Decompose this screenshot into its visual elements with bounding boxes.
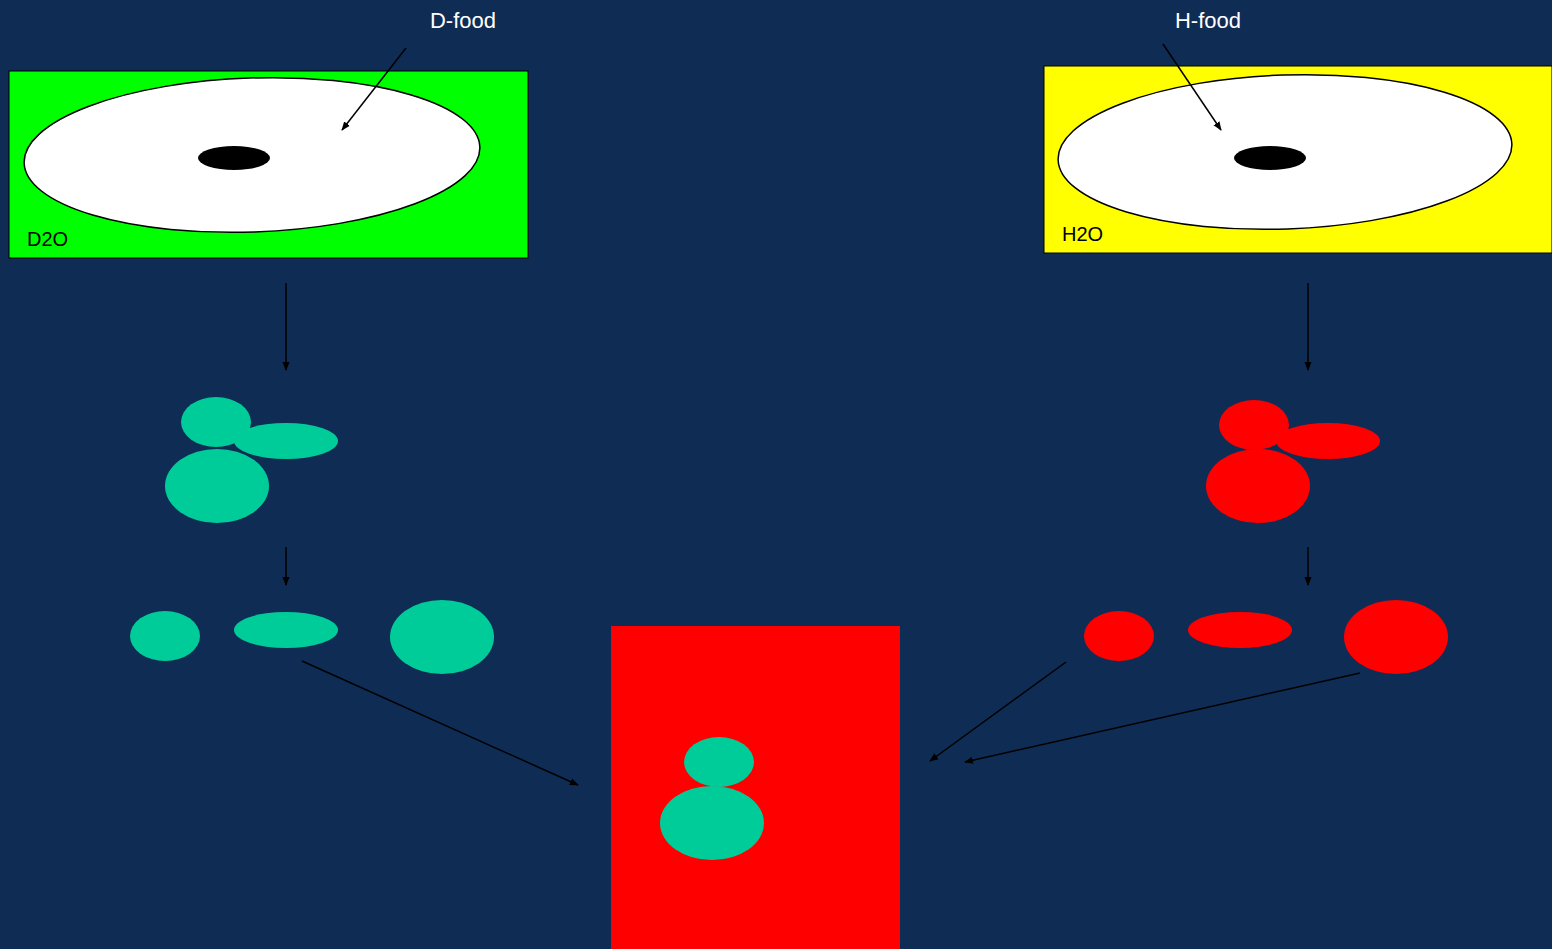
deuterated-complex bbox=[165, 397, 338, 523]
d2o-medium bbox=[9, 71, 528, 258]
cell-nucleus bbox=[198, 146, 270, 170]
medium-box: D2O bbox=[9, 71, 528, 258]
h2o-medium bbox=[1044, 66, 1552, 253]
protonated-complex bbox=[1206, 400, 1380, 523]
food-label: D-food bbox=[430, 8, 496, 33]
leader-arrow bbox=[1163, 44, 1221, 130]
cell-outline bbox=[1055, 67, 1514, 237]
cell-outline bbox=[21, 70, 482, 240]
flow-arrow bbox=[965, 673, 1360, 762]
hybrid-complex bbox=[660, 737, 764, 860]
medium-label: D2O bbox=[27, 228, 68, 250]
cell-nucleus bbox=[1234, 146, 1306, 170]
food-label: H-food bbox=[1175, 8, 1241, 33]
leader-arrow bbox=[342, 48, 406, 130]
deuterated-subunits bbox=[130, 600, 494, 674]
flow-arrow bbox=[1307, 283, 1309, 370]
flow-arrow bbox=[1307, 547, 1309, 585]
medium-box: H2O bbox=[1044, 66, 1552, 253]
flow-arrow bbox=[302, 661, 578, 785]
flow-arrow bbox=[930, 662, 1066, 761]
medium-label: H2O bbox=[1062, 223, 1103, 245]
flow-arrow bbox=[285, 547, 287, 585]
flow-arrow bbox=[285, 283, 287, 370]
protonated-subunits bbox=[1084, 600, 1448, 674]
hybrid-background bbox=[611, 626, 900, 949]
